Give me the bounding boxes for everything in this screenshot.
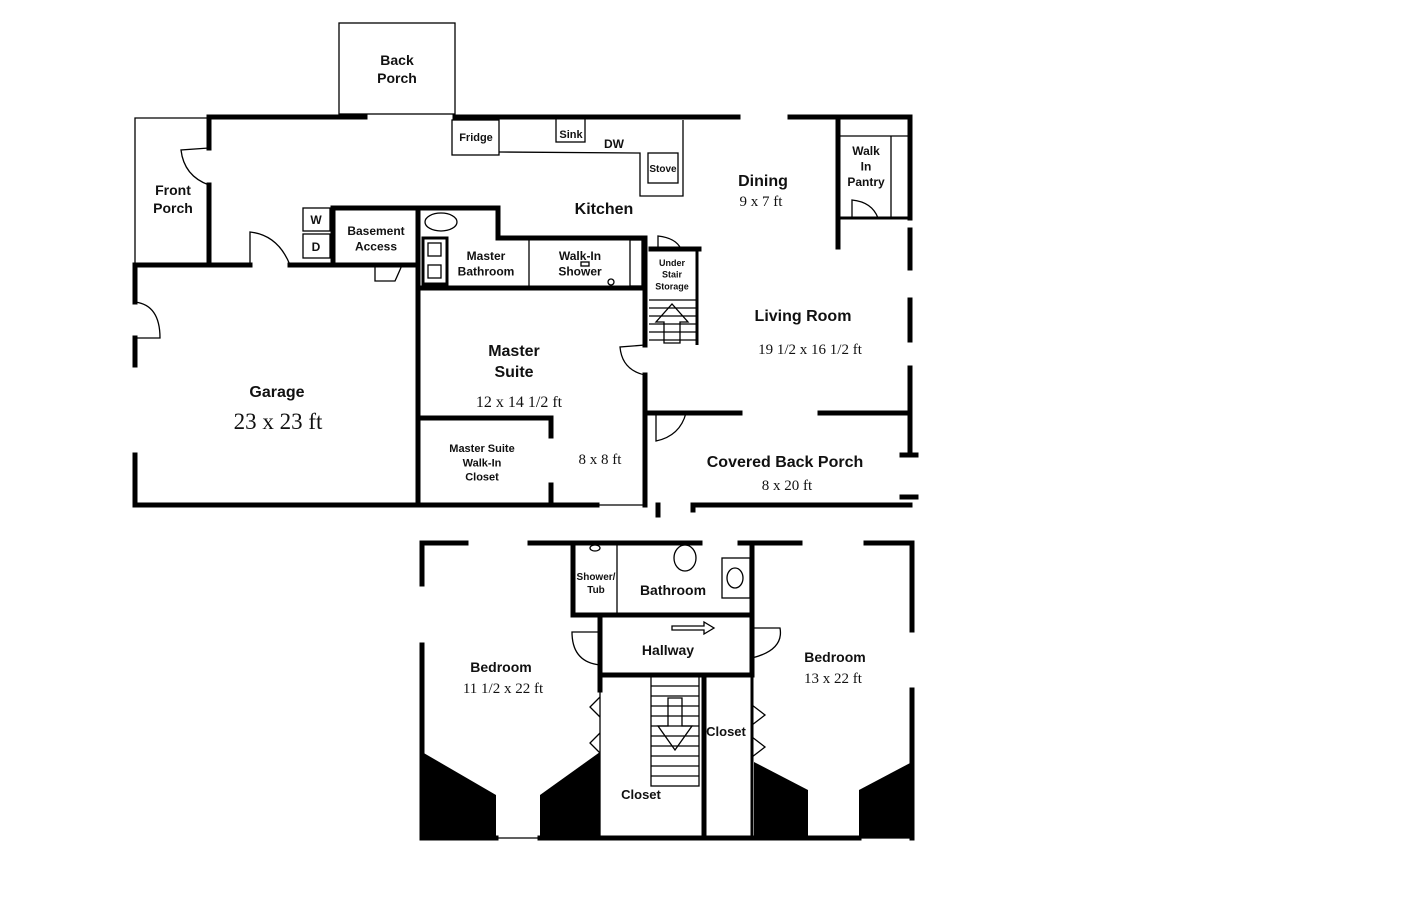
covered-back-porch-size: 8 x 20 ft bbox=[762, 478, 813, 494]
dormer-right-b bbox=[859, 762, 912, 838]
dining-size: 9 x 7 ft bbox=[740, 194, 784, 210]
dormer-right-a bbox=[754, 762, 808, 838]
dryer bbox=[302, 233, 331, 259]
stair-treads bbox=[649, 307, 697, 341]
label-line: Tub bbox=[587, 585, 605, 596]
label-line: In bbox=[861, 160, 872, 174]
dormer-left-b bbox=[540, 752, 600, 838]
stair-down-treads bbox=[651, 685, 699, 777]
bedroom-right-label: Bedroom bbox=[804, 649, 865, 665]
label-line: Storage bbox=[655, 281, 689, 291]
kitchen-label: Kitchen bbox=[575, 201, 634, 218]
shower-tub-label: Shower/Tub bbox=[577, 572, 616, 596]
label-line: Access bbox=[355, 240, 397, 254]
hallway-label: Hallway bbox=[642, 642, 694, 658]
fridge bbox=[451, 119, 500, 156]
front-porch-outline bbox=[134, 117, 207, 265]
dryer-label: D bbox=[312, 240, 321, 254]
dishwasher-label: DW bbox=[604, 137, 625, 151]
bedroom-left-label: Bedroom bbox=[470, 659, 531, 675]
dining-label: Dining bbox=[738, 173, 788, 190]
bedroom-right-size: 13 x 22 ft bbox=[804, 671, 863, 687]
stove bbox=[647, 152, 679, 184]
stair-down bbox=[650, 675, 700, 787]
first-floor: W D bbox=[132, 22, 919, 518]
master-tub bbox=[424, 212, 458, 232]
fridge-label: Fridge bbox=[459, 132, 493, 144]
dormer-left-a bbox=[422, 752, 496, 838]
second-floor bbox=[419, 540, 915, 841]
stair-down-arrow bbox=[656, 697, 694, 752]
label-line: Closet bbox=[465, 472, 499, 484]
bathroom-label: Bathroom bbox=[640, 582, 706, 598]
label-line: Walk-In bbox=[463, 457, 502, 469]
sink-label: Sink bbox=[559, 129, 583, 141]
toilet bbox=[673, 544, 697, 572]
living-room-label: Living Room bbox=[755, 308, 852, 325]
stove-label: Stove bbox=[649, 164, 677, 175]
label-line: Bathroom bbox=[458, 265, 515, 279]
vanity bbox=[421, 236, 449, 286]
label-line: Stair bbox=[662, 270, 683, 280]
label-line: Porch bbox=[377, 70, 417, 86]
bedroom-left-size: 11 1/2 x 22 ft bbox=[463, 681, 544, 697]
closet-center-label: Closet bbox=[621, 787, 661, 802]
washer bbox=[302, 207, 331, 232]
covered-back-porch-label: Covered Back Porch bbox=[707, 454, 864, 471]
back-porch-outline bbox=[338, 22, 456, 115]
living-room-size: 19 1/2 x 16 1/2 ft bbox=[758, 342, 863, 358]
label-line: Shower bbox=[558, 265, 602, 279]
sink bbox=[555, 117, 586, 143]
label-line: Pantry bbox=[847, 175, 885, 189]
garage-label: Garage bbox=[249, 384, 304, 401]
garage-size: 23 x 23 ft bbox=[234, 409, 323, 434]
bath-sink bbox=[721, 557, 751, 599]
master-suite-size: 12 x 14 1/2 ft bbox=[476, 394, 563, 411]
label-line: Porch bbox=[153, 200, 193, 216]
master-suite-closet-size: 8 x 8 ft bbox=[579, 452, 623, 468]
label-line: Suite bbox=[494, 364, 533, 381]
washer-label: W bbox=[310, 213, 322, 227]
closet-right-label: Closet bbox=[706, 724, 746, 739]
stair-up-arrow bbox=[654, 303, 690, 344]
